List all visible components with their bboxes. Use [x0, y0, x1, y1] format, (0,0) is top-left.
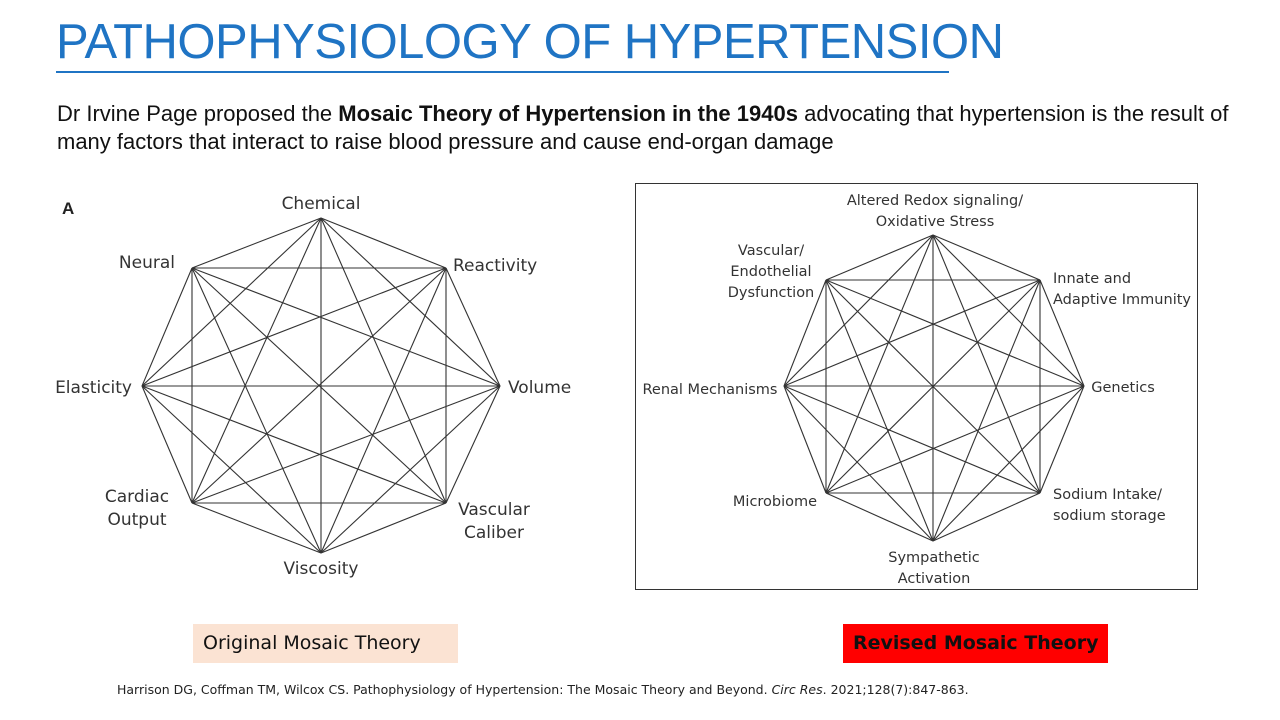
- revised-node-altered-redox-signaling-oxidative-stress: Altered Redox signaling/Oxidative Stress: [847, 193, 1023, 230]
- original-connection-5-6: [141, 385, 193, 504]
- revised-connection-3-4: [932, 492, 1041, 542]
- revised-connection-2-4: [932, 385, 1085, 542]
- revised-connection-1-6: [783, 279, 1041, 387]
- revised-connection-1-2: [1039, 279, 1085, 387]
- original-connection-0-2: [320, 217, 501, 387]
- title-underline: [56, 71, 949, 73]
- original-connection-0-6: [141, 217, 322, 387]
- revised-connection-2-5: [825, 385, 1085, 494]
- revised-connection-2-3: [1039, 385, 1085, 494]
- revised-connection-4-5: [825, 492, 934, 542]
- original-mosaic-caption: Original Mosaic Theory: [193, 624, 458, 663]
- revised-node-sodium-intake-sodium-storage: Sodium Intake/sodium storage: [1053, 487, 1166, 524]
- original-connection-1-2: [445, 267, 501, 387]
- citation-rest: . 2021;128(7):847-863.: [822, 682, 969, 697]
- original-connection-2-7: [191, 267, 501, 387]
- intro-text-end: advocating that hypertension is the resu…: [57, 101, 1229, 154]
- intro-paragraph: Dr Irvine Page proposed the Mosaic Theor…: [57, 100, 1237, 156]
- revised-connection-0-6: [783, 234, 934, 387]
- original-node-elasticity: Elasticity: [55, 378, 132, 398]
- original-connection-6-7: [141, 267, 193, 387]
- original-node-viscosity: Viscosity: [284, 559, 359, 579]
- citation: Harrison DG, Coffman TM, Wilcox CS. Path…: [117, 682, 969, 697]
- revised-node-microbiome: Microbiome: [733, 494, 817, 510]
- revised-connection-1-4: [932, 279, 1041, 542]
- original-connection-0-1: [320, 217, 447, 269]
- revised-connection-0-7: [825, 234, 934, 281]
- original-connection-2-3: [445, 385, 501, 504]
- original-node-chemical: Chemical: [282, 194, 361, 214]
- original-connection-4-6: [141, 385, 322, 554]
- revised-connection-4-7: [825, 279, 934, 542]
- revised-mosaic-caption: Revised Mosaic Theory: [843, 624, 1108, 663]
- revised-connection-3-6: [783, 385, 1041, 494]
- revised-connection-6-7: [783, 279, 827, 387]
- original-connection-2-5: [191, 385, 501, 504]
- revised-connection-0-2: [932, 234, 1085, 387]
- revised-connection-0-1: [932, 234, 1041, 281]
- intro-bold-text: Mosaic Theory of Hypertension in the 194…: [338, 101, 798, 126]
- original-connection-3-4: [320, 502, 447, 554]
- original-connection-0-7: [191, 217, 322, 269]
- original-connection-1-4: [320, 267, 447, 554]
- original-connection-0-5: [191, 217, 322, 504]
- original-node-reactivity: Reactivity: [453, 256, 537, 276]
- original-connection-4-5: [191, 502, 322, 554]
- revised-connection-0-5: [825, 234, 934, 494]
- revised-connection-4-6: [783, 385, 934, 542]
- original-node-volume: Volume: [508, 378, 571, 398]
- original-connection-4-7: [191, 267, 322, 554]
- revised-connections: [783, 234, 1085, 542]
- original-connection-3-7: [191, 267, 447, 504]
- original-node-neural: Neural: [119, 253, 175, 273]
- revised-connection-5-6: [783, 385, 827, 494]
- page-title: PATHOPHYSIOLOGY OF HYPERTENSION: [56, 15, 1004, 69]
- intro-text-start: Dr Irvine Page proposed the: [57, 101, 339, 126]
- revised-diagram-frame: [635, 183, 1198, 590]
- original-connections: [141, 217, 501, 554]
- original-connection-1-6: [141, 267, 447, 387]
- revised-connection-2-7: [825, 279, 1085, 387]
- revised-connection-3-7: [825, 279, 1041, 494]
- revised-node-genetics: Genetics: [1091, 380, 1155, 396]
- revised-node-renal-mechanisms: Renal Mechanisms: [643, 382, 778, 398]
- panel-label-a: A: [62, 199, 74, 218]
- original-connection-3-6: [141, 385, 447, 504]
- citation-journal: Circ Res: [771, 682, 823, 697]
- revised-node-labels: Altered Redox signaling/Oxidative Stress…: [643, 193, 1192, 587]
- citation-text: Harrison DG, Coffman TM, Wilcox CS. Path…: [117, 682, 772, 697]
